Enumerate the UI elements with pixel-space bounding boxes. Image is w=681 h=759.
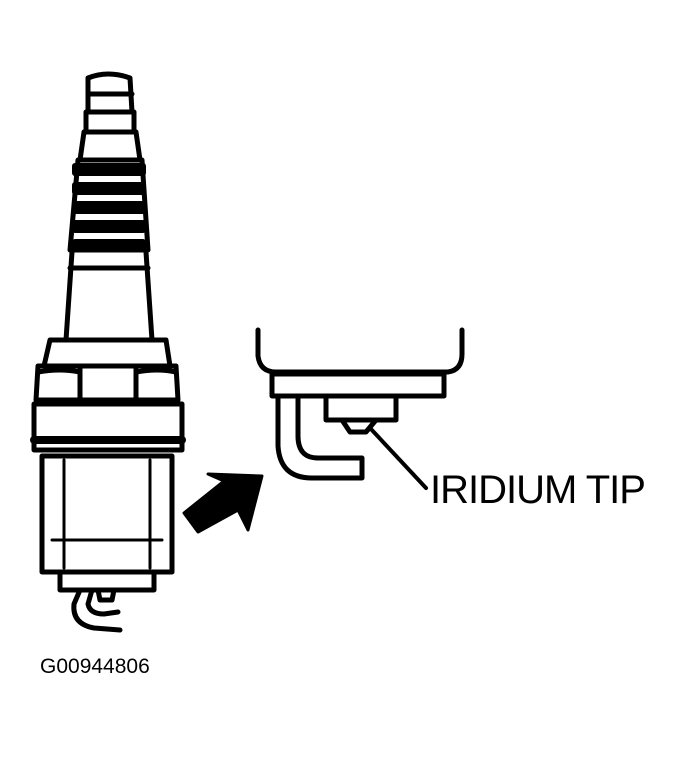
callout-leader-line — [368, 426, 428, 490]
direction-arrow — [182, 472, 264, 534]
shell-body — [31, 401, 185, 453]
ground-electrode — [71, 587, 123, 633]
electrode-detail-view — [255, 327, 465, 490]
plug-tip — [57, 569, 157, 593]
hex-nut — [33, 363, 181, 403]
upper-insulator — [77, 129, 143, 163]
detail-center-electrode — [323, 393, 399, 423]
insulator-ribs — [72, 163, 146, 252]
iridium-tip-label: IRIDIUM TIP — [430, 468, 646, 512]
terminal-nut — [85, 71, 135, 115]
detail-ground-electrode — [275, 393, 365, 481]
thread-section — [39, 453, 175, 575]
spark-plug-illustration — [30, 71, 186, 633]
shell-shoulder — [41, 337, 173, 369]
detail-shell — [255, 327, 465, 375]
terminal-neck — [83, 109, 137, 135]
detail-insulator-base — [269, 371, 447, 399]
lower-insulator — [63, 249, 155, 343]
figure-id-label: G00944806 — [40, 655, 150, 678]
iridium-tip-shape — [339, 417, 379, 435]
center-electrode — [95, 587, 117, 603]
